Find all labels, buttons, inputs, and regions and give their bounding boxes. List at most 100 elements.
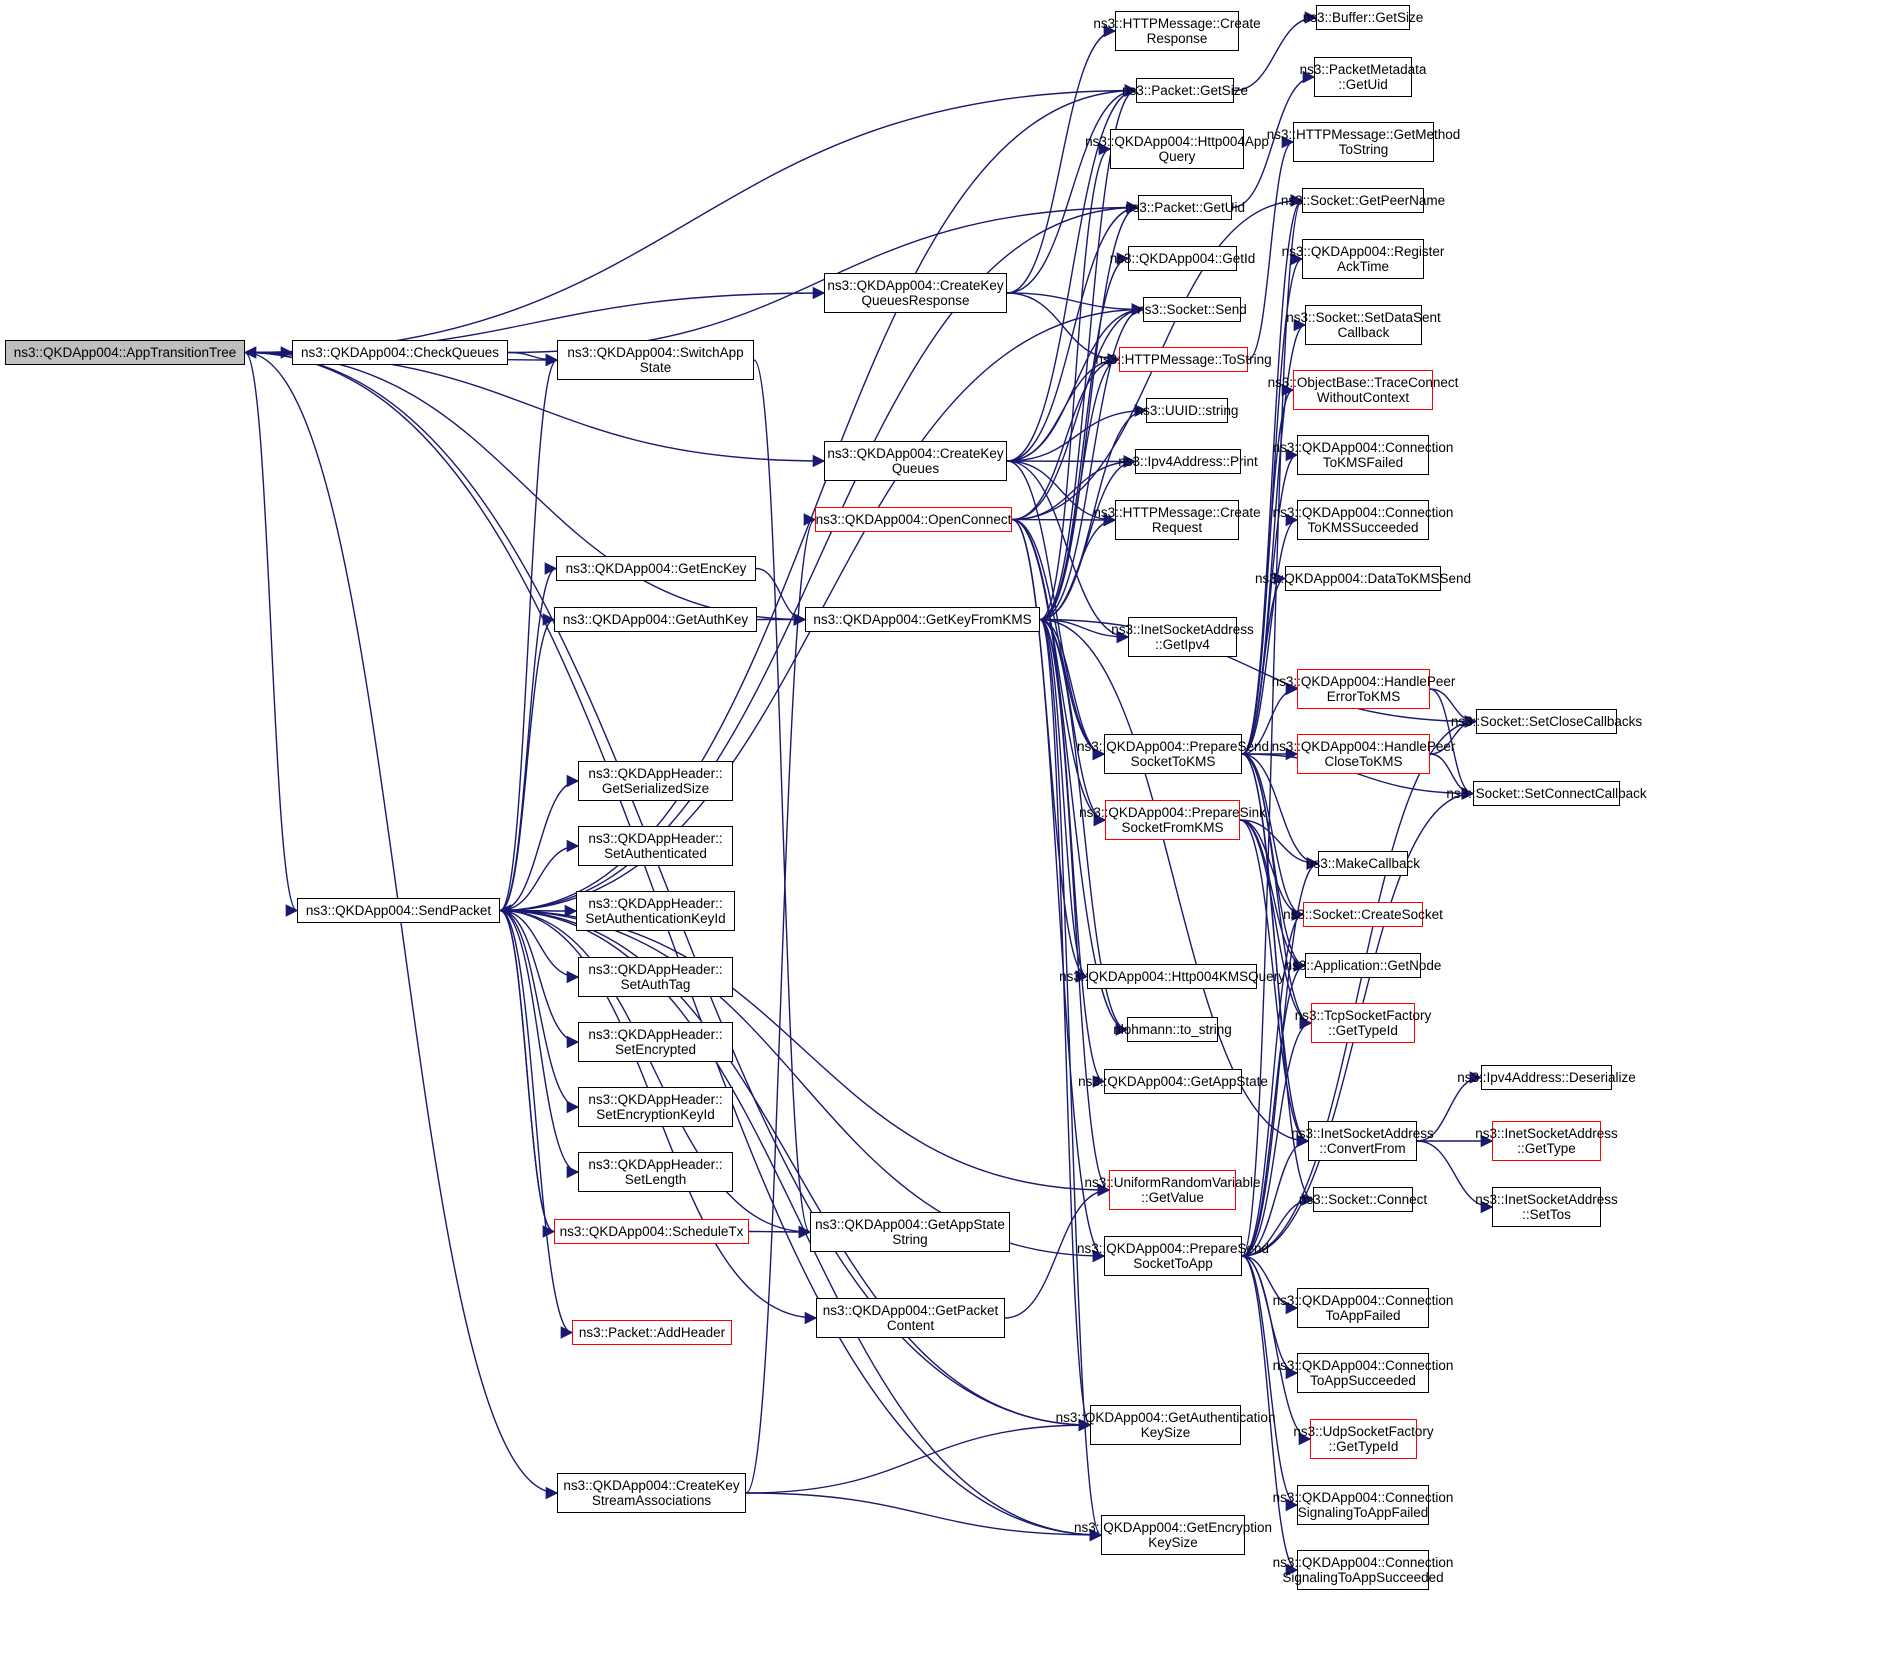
node-connection-to-kmssucceeded[interactable]: ns3::QKDApp004::Connection ToKMSSucceede… [1273,500,1453,540]
node-set-authenticated[interactable]: ns3::QKDAppHeader:: SetAuthenticated [578,826,733,866]
node-handle-peer-close-to-kms[interactable]: ns3::QKDApp004::HandlePeer CloseToKMS [1272,734,1455,774]
node-set-close-callbacks[interactable]: ns3::Socket::SetCloseCallbacks [1451,709,1642,734]
node-set-length[interactable]: ns3::QKDAppHeader:: SetLength [578,1152,733,1192]
node-connection-signaling-to-app-failed[interactable]: ns3::QKDApp004::Connection SignalingToAp… [1273,1485,1453,1525]
edge-AppTransitionTree-to-PacketGetSize [244,84,1138,354]
edge-PacketGetUid-to-PacketMetadataGetUid [1231,70,1316,209]
node-get-serialized-size[interactable]: ns3::QKDAppHeader:: GetSerializedSize [578,761,733,801]
node-open-connect[interactable]: ns3::QKDApp004::OpenConnect [815,507,1012,532]
node-add-header[interactable]: ns3::Packet::AddHeader [572,1320,732,1345]
edge-ConvertFrom-to-Ipv4Deserialize [1416,1071,1483,1142]
node-uuidstring[interactable]: ns3::UUID::string [1136,398,1238,423]
node-prepare-send-socket-to-app[interactable]: ns3::QKDApp004::PrepareSend SocketToApp [1077,1236,1269,1276]
edge-SendPacket-to-GetEncKey [499,562,558,912]
edge-CreateKeyStreamAssociations-to-GetEncryptionKeySize [745,1492,1103,1542]
node-get-peer-name[interactable]: ns3::Socket::GetPeerName [1281,188,1445,213]
edge-CreateKeyQueues-to-PacketGetUid [1006,201,1140,462]
edge-PrepareSendSocketToApp-to-ConnectionToAppFailed [1241,1255,1299,1315]
node-packet-metadata-get-uid[interactable]: ns3::PacketMetadata ::GetUid [1300,57,1426,97]
edge-GetKeyFromKMS-to-PacketGetSize [1039,84,1138,621]
node-create-key-queues[interactable]: ns3::QKDApp004::CreateKey Queues [824,441,1007,481]
node-tcp-get-type-id[interactable]: ns3::TcpSocketFactory ::GetTypeId [1295,1003,1431,1043]
node-trace-connect-without-context[interactable]: ns3::ObjectBase::TraceConnect WithoutCon… [1268,370,1458,410]
node-http004-kmsquery[interactable]: ns3::QKDApp004::Http004KMSQuery [1059,964,1285,989]
edge-CreateKeyQueues-to-Ipv4Print [1006,455,1137,468]
node-get-id[interactable]: ns3::QKDApp004::GetId [1110,246,1255,271]
node-data-to-kmssend[interactable]: ns3::QKDApp004::DataToKMSSend [1255,566,1471,591]
node-switch-app-state[interactable]: ns3::QKDApp004::SwitchApp State [557,340,754,380]
node-create-response[interactable]: ns3::HTTPMessage::Create Response [1093,11,1261,51]
node-ipv4-print[interactable]: ns3::Ipv4Address::Print [1118,449,1258,474]
node-socket-connect[interactable]: ns3::Socket::Connect [1299,1187,1427,1212]
node-get-packet-content[interactable]: ns3::QKDApp004::GetPacket Content [816,1298,1005,1338]
node-inet-get-type[interactable]: ns3::InetSocketAddress ::GetType [1475,1121,1618,1161]
node-set-data-sent-callback[interactable]: ns3::Socket::SetDataSent Callback [1286,305,1441,345]
edge-CreateKeyQueuesResponse-to-PacketGetSize [1006,84,1138,294]
node-connection-to-app-failed[interactable]: ns3::QKDApp004::Connection ToAppFailed [1273,1288,1453,1328]
node-uniform-get-value[interactable]: ns3::UniformRandomVariable ::GetValue [1084,1170,1261,1210]
node-convert-from[interactable]: ns3::InetSocketAddress ::ConvertFrom [1291,1121,1434,1161]
edge-SendPacket-to-SetLength [499,909,580,1179]
edge-GetPacketContent-to-UniformGetValue [1004,1183,1111,1319]
edge-GetKeyFromKMS-to-PacketGetUid [1039,201,1140,621]
node-send-packet[interactable]: ns3::QKDApp004::SendPacket [297,898,500,923]
node-make-callback[interactable]: ns3::MakeCallback [1306,851,1420,876]
edge-SendPacket-to-PacketGetUid [499,201,1140,912]
node-get-authentication-key-size[interactable]: ns3::QKDApp004::GetAuthentication KeySiz… [1056,1405,1275,1445]
edge-SendPacket-to-GetAuthKey [499,613,556,912]
node-get-auth-key[interactable]: ns3::QKDApp004::GetAuthKey [554,607,757,632]
node-handle-peer-error-to-kms[interactable]: ns3::QKDApp004::HandlePeer ErrorToKMS [1272,669,1455,709]
node-get-node[interactable]: ns3::Application::GetNode [1285,953,1441,978]
node-get-app-state-string[interactable]: ns3::QKDApp004::GetAppState String [810,1212,1010,1252]
node-ipv4-deserialize[interactable]: ns3::Ipv4Address::Deserialize [1457,1065,1636,1090]
edge-OpenConnect-to-SocketSend [1011,303,1145,521]
edge-OpenConnect-to-Http004KMSQuery [1011,518,1089,983]
node-create-request[interactable]: ns3::HTTPMessage::Create Request [1093,500,1261,540]
edge-GetKeyFromKMS-to-PrepareSinkSocketFromKMS [1039,618,1107,827]
node-get-key-from-kms[interactable]: ns3::QKDApp004::GetKeyFromKMS [805,607,1040,632]
node-socket-send[interactable]: ns3::Socket::Send [1137,297,1247,322]
node-schedule-tx[interactable]: ns3::QKDApp004::ScheduleTx [554,1219,749,1244]
edge-PrepareSendSocketToApp-to-CreateSocket [1241,908,1305,1257]
node-http004-app-query[interactable]: ns3::QKDApp004::Http004App Query [1085,129,1269,169]
edge-SendPacket-to-SetAuthTag [499,909,580,984]
node-buffer-get-size[interactable]: ns3::Buffer::GetSize [1303,5,1423,30]
node-to-string[interactable]: nlohmann::to_string [1113,1017,1232,1042]
node-packet-get-uid[interactable]: ns3::Packet::GetUid [1125,195,1245,220]
node-create-key-queues-response[interactable]: ns3::QKDApp004::CreateKey QueuesResponse [824,273,1007,313]
edge-CheckQueues-to-PacketGetUid [507,201,1140,354]
edge-GetKeyFromKMS-to-GetAuthenticationKeySize [1039,618,1092,1431]
node-get-ipv4[interactable]: ns3::InetSocketAddress ::GetIpv4 [1111,617,1254,657]
node-set-authentication-key-id[interactable]: ns3::QKDAppHeader:: SetAuthenticationKey… [576,891,735,931]
edge-CreateKeyQueues-to-UUIDstring [1006,404,1148,462]
node-get-method-to-string[interactable]: ns3::HTTPMessage::GetMethod ToString [1267,122,1460,162]
node-get-encryption-key-size[interactable]: ns3::QKDApp004::GetEncryption KeySize [1074,1515,1272,1555]
node-packet-get-size[interactable]: ns3::Packet::GetSize [1122,78,1248,103]
edge-PrepareSendSocketToApp-to-ConvertFrom [1241,1134,1310,1257]
node-set-connect-callback[interactable]: ns3::Socket::SetConnectCallback [1446,781,1647,806]
node-to-string[interactable]: ns3::HTTPMessage::ToString [1095,347,1272,372]
edge-PrepareSendSocketToKMS-to-ConnectionToKMSSucceeded [1241,513,1299,755]
node-prepare-send-socket-to-kms[interactable]: ns3::QKDApp004::PrepareSend SocketToKMS [1077,734,1269,774]
edge-PrepareSendSocketToKMS-to-DataToKMSSend [1241,572,1287,755]
node-get-app-state[interactable]: ns3::QKDApp004::GetAppState [1078,1069,1268,1094]
node-create-key-stream-associations[interactable]: ns3::QKDApp004::CreateKey StreamAssociat… [557,1473,746,1513]
node-get-enc-key[interactable]: ns3::QKDApp004::GetEncKey [556,556,756,581]
node-connection-to-kmsfailed[interactable]: ns3::QKDApp004::Connection ToKMSFailed [1273,435,1453,475]
edge-PrepareSendSocketToKMS-to-ConnectionToKMSFailed [1241,448,1299,755]
node-check-queues[interactable]: ns3::QKDApp004::CheckQueues [292,340,508,365]
node-prepare-sink-socket-from-kms[interactable]: ns3::QKDApp004::PrepareSink SocketFromKM… [1079,800,1266,840]
edge-SwitchAppState-to-GetAppStateString [753,359,812,1238]
edge-SendPacket-to-GetEncryptionKeySize [499,909,1103,1542]
node-connection-signaling-to-app-succeeded[interactable]: ns3::QKDApp004::Connection SignalingToAp… [1273,1550,1453,1590]
edge-PrepareSendSocketToKMS-to-MakeCallback [1241,753,1320,870]
node-connection-to-app-succeeded[interactable]: ns3::QKDApp004::Connection ToAppSucceede… [1273,1353,1453,1393]
node-set-encrypted[interactable]: ns3::QKDAppHeader:: SetEncrypted [578,1022,733,1062]
node-set-auth-tag[interactable]: ns3::QKDAppHeader:: SetAuthTag [578,957,733,997]
node-create-socket[interactable]: ns3::Socket::CreateSocket [1283,902,1443,927]
node-udp-get-type-id[interactable]: ns3::UdpSocketFactory ::GetTypeId [1293,1419,1434,1459]
node-set-encryption-key-id[interactable]: ns3::QKDAppHeader:: SetEncryptionKeyId [578,1087,733,1127]
edge-CreateKeyStreamAssociations-to-OpenConnect [745,513,817,1494]
node-set-tos[interactable]: ns3::InetSocketAddress ::SetTos [1475,1187,1618,1227]
node-register-ack-time[interactable]: ns3::QKDApp004::Register AckTime [1282,239,1444,279]
